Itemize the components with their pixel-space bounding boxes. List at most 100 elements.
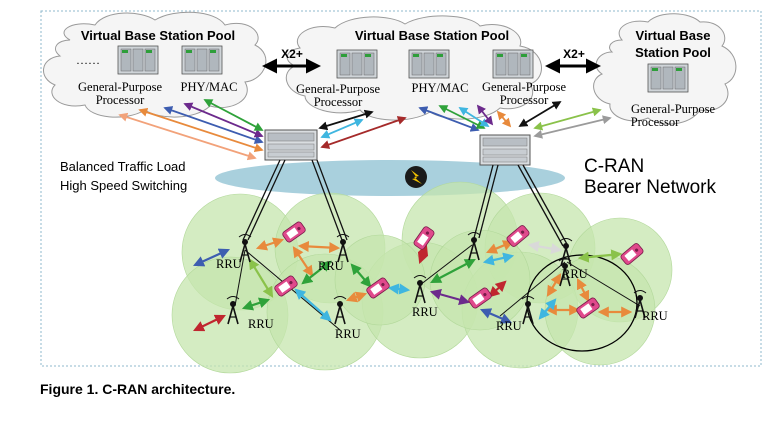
ue-arrow — [192, 248, 231, 267]
server-icon — [408, 49, 450, 79]
gpp-middle-line1: General-Purpose — [296, 82, 380, 96]
rru-label: RRU — [318, 259, 344, 273]
rru-antenna-icon — [336, 234, 350, 263]
gpp-middle2-line2: Processor — [500, 93, 549, 107]
fronthaul-arrow — [518, 101, 562, 127]
server-icon — [336, 49, 378, 79]
gpp-right-line2: Processor — [631, 115, 680, 129]
gpp-middle2-line1: General-Purpose — [482, 80, 566, 94]
phy-mac-left: PHY/MAC — [181, 80, 238, 94]
fiber-line — [311, 159, 343, 241]
fiber-line — [242, 159, 281, 241]
ue-arrow — [241, 297, 271, 311]
mobile-phone-icon — [366, 277, 390, 299]
phone-group — [274, 221, 644, 319]
feature-line2: High Speed Switching — [60, 178, 187, 193]
rru-antenna-icon — [413, 275, 427, 304]
fronthaul-arrow — [203, 99, 264, 131]
ue-arrow — [387, 283, 411, 295]
switch-left — [264, 129, 318, 161]
rru-link — [566, 261, 641, 307]
ue-arrow — [193, 314, 226, 332]
ue-arrow — [255, 237, 285, 251]
gpp-left-line1: General-Purpose — [78, 80, 162, 94]
pool-title-right-line2: Station Pool — [635, 45, 711, 60]
ue-arrow — [417, 243, 429, 265]
rru-label: RRU — [562, 267, 588, 281]
mobile-phone-icon — [468, 287, 492, 309]
gpp-right-line1: General-Purpose — [631, 102, 715, 116]
rru-antenna-icon — [333, 296, 347, 325]
mobile-phone-icon — [620, 243, 644, 265]
figure-caption: Figure 1. C-RAN architecture. — [40, 381, 236, 397]
x2-label-left: X2+ — [281, 47, 303, 61]
rru-antenna-icon — [226, 296, 240, 325]
fronthaul-arrow — [163, 106, 264, 144]
ue-arrow — [482, 252, 515, 266]
server-icon — [117, 45, 159, 75]
pool-title-right-line1: Virtual Base — [636, 28, 711, 43]
fiber-links — [234, 159, 641, 331]
ue-arrow — [429, 289, 471, 305]
network-name-line2: Bearer Network — [584, 177, 716, 198]
switch-right — [479, 134, 531, 166]
rru-label: RRU — [412, 305, 438, 319]
phy-mac-middle: PHY/MAC — [412, 81, 469, 95]
ue-arrow — [546, 273, 562, 297]
ue-rru-arrows — [192, 237, 633, 332]
rru-label: RRU — [642, 309, 668, 323]
fronthaul-arrow — [318, 109, 374, 131]
rru-antenna-icon — [521, 296, 535, 325]
fronthaul-arrow — [533, 115, 612, 139]
ue-arrow — [538, 298, 557, 320]
ue-arrow — [485, 240, 515, 254]
pool-title-left: Virtual Base Station Pool — [81, 28, 235, 43]
ue-arrow — [479, 308, 513, 324]
rru-antenna-icon — [238, 234, 252, 263]
ellipsis-label: …… — [76, 53, 100, 67]
rru-label: RRU — [496, 319, 522, 333]
cell-coverage-group — [171, 181, 673, 374]
rru-label: RRU — [248, 317, 274, 331]
rru-label: RRU — [335, 327, 361, 341]
ue-arrow — [577, 278, 589, 302]
mobile-phone-icon — [274, 275, 298, 297]
rru-group — [226, 232, 647, 325]
ue-arrow — [488, 280, 507, 298]
rru-link — [234, 249, 246, 307]
fronthaul-arrow — [320, 116, 407, 149]
cloud-switch-arrows — [118, 99, 612, 161]
rru-antenna-icon — [558, 258, 572, 287]
x2-label-right: X2+ — [563, 47, 585, 61]
mobile-phone-icon — [576, 297, 600, 319]
server-icon — [492, 49, 534, 79]
ue-arrow — [350, 263, 372, 288]
fiber-line — [316, 159, 348, 241]
gpp-middle-line2: Processor — [314, 95, 363, 109]
lightning-icon — [405, 166, 427, 188]
fronthaul-arrow — [533, 107, 602, 131]
fronthaul-arrow — [138, 107, 264, 153]
server-group — [117, 45, 689, 93]
fiber-line — [473, 164, 494, 239]
fiber-line — [478, 164, 499, 239]
network-name-line1: C-RAN — [584, 156, 644, 177]
fiber-line — [247, 159, 286, 241]
rru-antenna-icon — [467, 232, 481, 261]
fronthaul-arrow — [496, 110, 512, 128]
fiber-line — [522, 164, 569, 247]
figure-frame — [40, 10, 762, 367]
mobile-phone-icon — [282, 221, 306, 243]
server-icon — [647, 63, 689, 93]
mobile-phone-icon — [506, 225, 530, 247]
fronthaul-arrow — [118, 112, 257, 161]
feature-line1: Balanced Traffic Load — [60, 159, 186, 174]
rru-antenna-icon — [633, 290, 647, 319]
ue-arrow — [577, 249, 623, 263]
server-icon — [181, 45, 223, 75]
ue-arrow — [527, 241, 563, 254]
ue-arrow — [430, 258, 476, 284]
